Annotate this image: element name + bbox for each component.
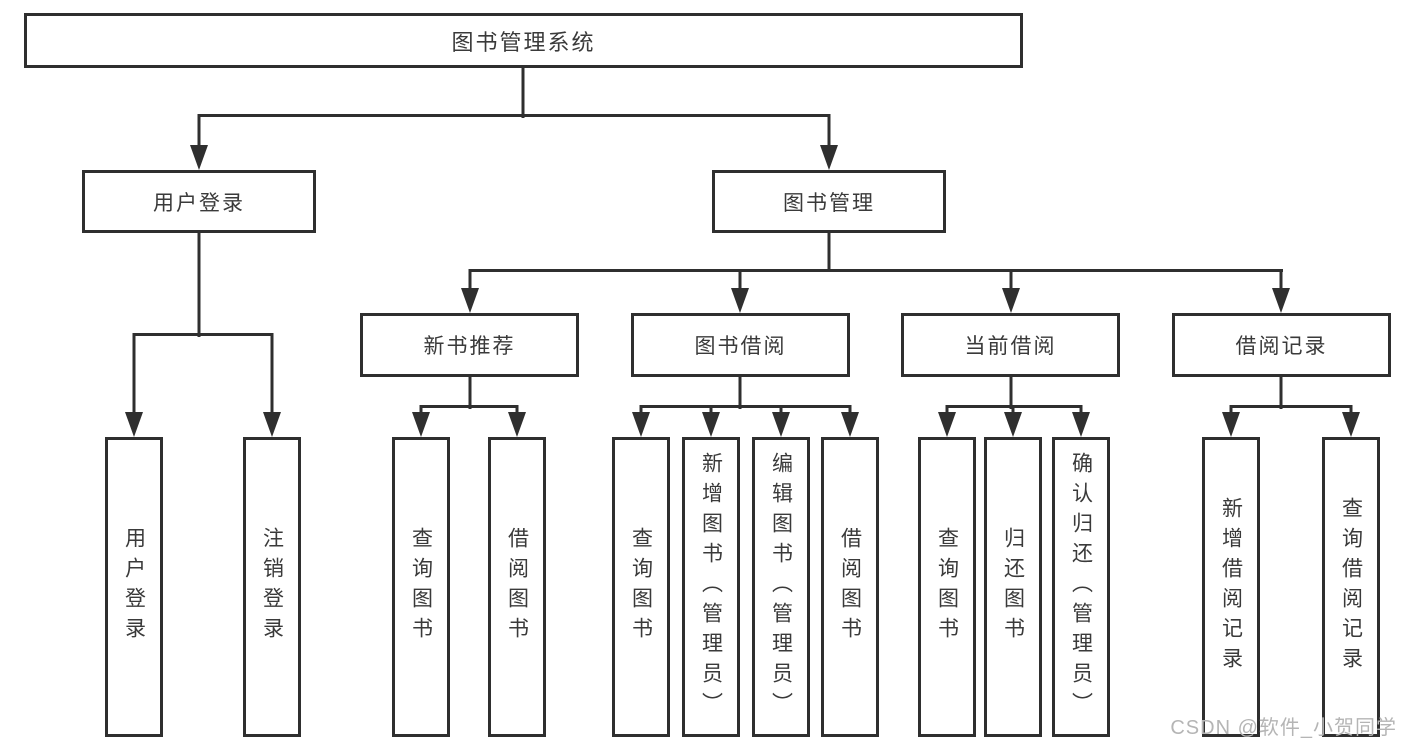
node-label: 图书管理系统 <box>451 29 596 55</box>
node-label: 查询借阅记录 <box>1339 497 1363 677</box>
node-current-borrowing: 当前借阅 <box>901 313 1120 377</box>
node-library-management-system: 图书管理系统 <box>24 13 1023 68</box>
node-label: 新书推荐 <box>423 335 516 358</box>
node-borrowing-records: 借阅记录 <box>1172 313 1391 377</box>
node-label: 新增图书（管理员） <box>699 452 723 722</box>
node-label: 新增借阅记录 <box>1219 497 1243 677</box>
node-label: 编辑图书（管理员） <box>769 452 793 722</box>
node-label: 借阅图书 <box>505 527 529 647</box>
watermark: CSDN @软件_小贺同学 <box>1170 717 1397 739</box>
node-add-borrow-record: 新增借阅记录 <box>1202 437 1260 737</box>
node-label: 借阅记录 <box>1235 335 1328 358</box>
node-user-login-action: 用户登录 <box>105 437 163 737</box>
node-book-management: 图书管理 <box>712 170 946 233</box>
node-label: 图书管理 <box>783 191 875 215</box>
node-query-books-current: 查询图书 <box>918 437 976 737</box>
node-borrow-books-borrowing: 借阅图书 <box>821 437 879 737</box>
node-label: 借阅图书 <box>838 527 862 647</box>
node-query-books-borrowing: 查询图书 <box>612 437 670 737</box>
node-label: 用户登录 <box>153 191 245 215</box>
node-book-borrowing: 图书借阅 <box>631 313 850 377</box>
node-new-book-recommendation: 新书推荐 <box>360 313 579 377</box>
node-label: 当前借阅 <box>964 335 1057 358</box>
node-label: 归还图书 <box>1001 527 1025 647</box>
node-add-book-admin: 新增图书（管理员） <box>682 437 740 737</box>
node-label: 查询图书 <box>409 527 433 647</box>
node-label: 确认归还（管理员） <box>1069 452 1093 722</box>
node-edit-book-admin: 编辑图书（管理员） <box>752 437 810 737</box>
node-return-books: 归还图书 <box>984 437 1042 737</box>
node-label: 图书借阅 <box>694 335 787 358</box>
node-label: 用户登录 <box>122 527 146 647</box>
node-confirm-return-admin: 确认归还（管理员） <box>1052 437 1110 737</box>
node-label: 查询图书 <box>935 527 959 647</box>
node-user-login: 用户登录 <box>82 170 316 233</box>
node-query-borrow-record: 查询借阅记录 <box>1322 437 1380 737</box>
node-label: 注销登录 <box>260 527 284 647</box>
node-query-books-recommend: 查询图书 <box>392 437 450 737</box>
node-logout-action: 注销登录 <box>243 437 301 737</box>
node-borrow-books-recommend: 借阅图书 <box>488 437 546 737</box>
node-label: 查询图书 <box>629 527 653 647</box>
